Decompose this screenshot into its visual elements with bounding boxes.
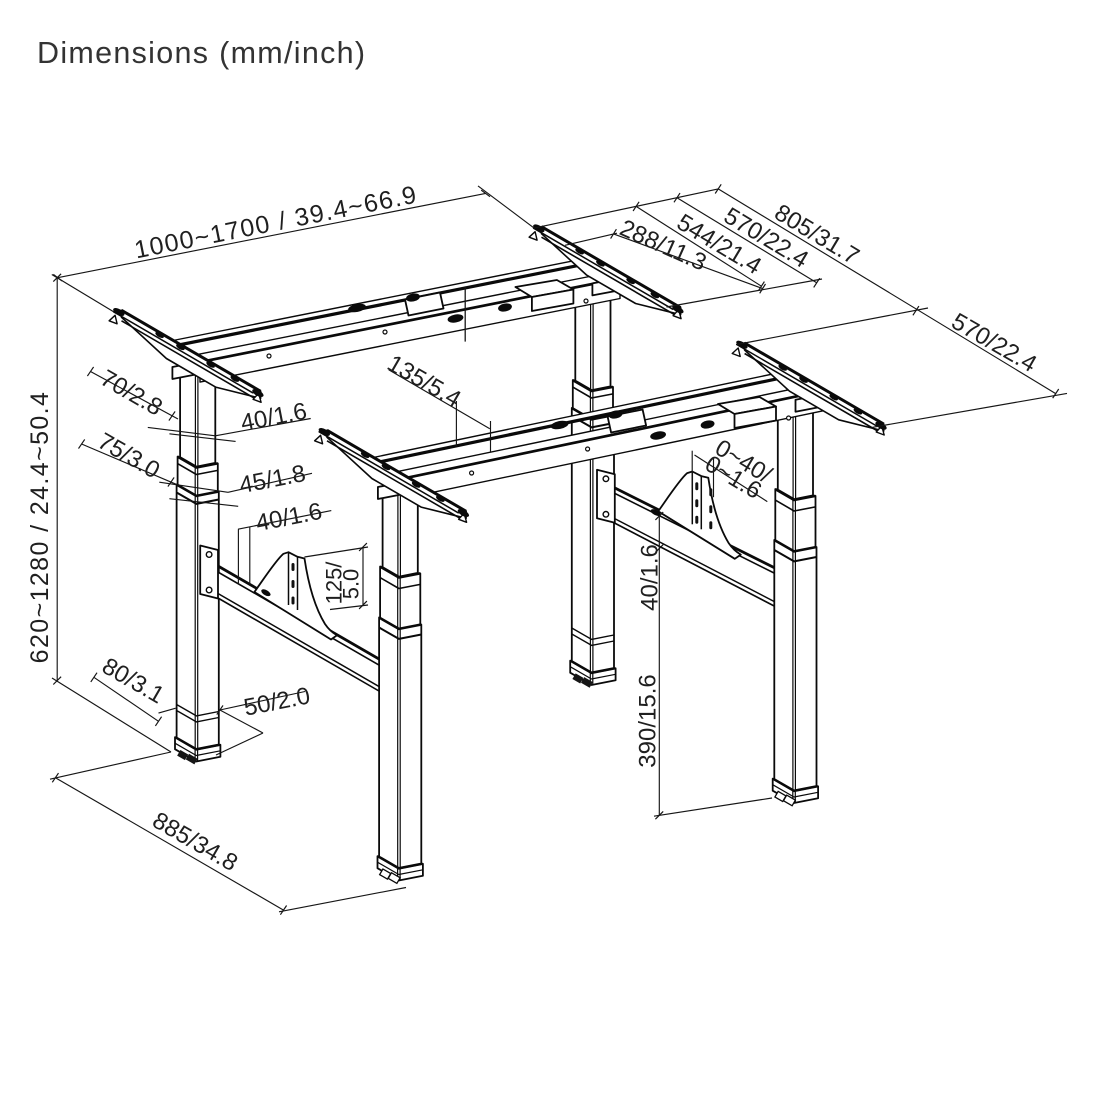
svg-text:125/: 125/ xyxy=(322,561,347,605)
svg-text:620~1280 / 24.4~50.4: 620~1280 / 24.4~50.4 xyxy=(26,391,54,664)
svg-text:390/15.6: 390/15.6 xyxy=(635,674,662,767)
svg-text:5.0: 5.0 xyxy=(339,569,364,600)
svg-text:40/1.6: 40/1.6 xyxy=(637,544,664,611)
svg-text:Dimensions (mm/inch): Dimensions (mm/inch) xyxy=(37,36,366,70)
